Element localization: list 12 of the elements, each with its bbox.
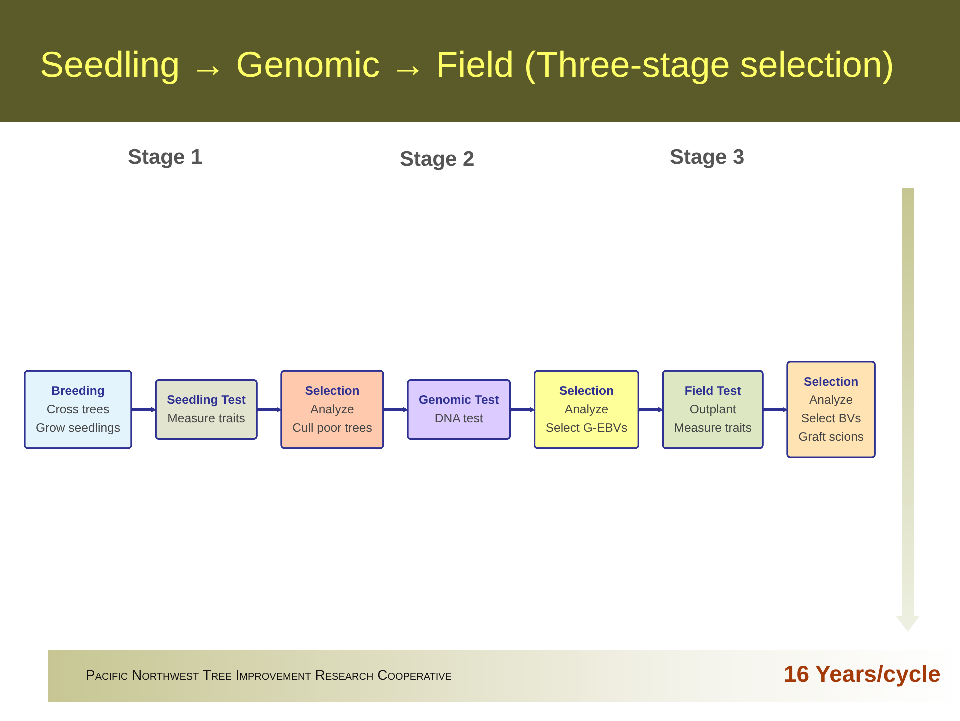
stage-label: Stage 1	[128, 146, 203, 170]
footer-text: Pacific Northwest Tree Improvement Research Cooperative	[86, 667, 452, 683]
arrow	[763, 408, 788, 413]
stage-label: Stage 3	[670, 146, 745, 170]
arrow	[638, 408, 664, 413]
arrow	[132, 408, 157, 413]
stage-label: Stage 2	[400, 148, 475, 172]
arrow	[510, 408, 536, 413]
arrow	[257, 408, 282, 413]
arrow	[384, 408, 408, 413]
cycle-duration: 16 Years/cycle	[784, 661, 941, 688]
title: Seedling → Genomic → Field (Three-stage selection)	[40, 44, 894, 86]
